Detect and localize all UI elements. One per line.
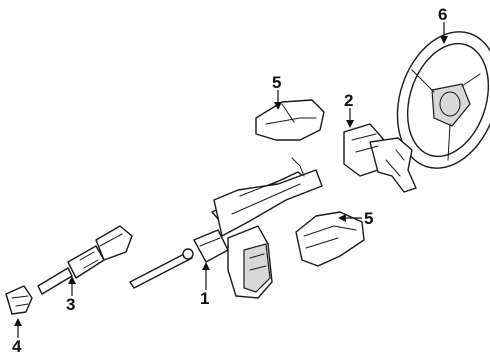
upper-column-cover (255, 99, 325, 141)
lower-column-cover (295, 211, 365, 267)
callout-5-upper: 5 (272, 73, 281, 92)
arrowhead-6 (440, 36, 448, 44)
steering-column-assembly (129, 157, 323, 299)
steering-wheel (396, 31, 490, 169)
intermediate-shaft (37, 225, 133, 295)
callout-2: 2 (344, 91, 353, 110)
leader-lines (14, 22, 448, 338)
arrowhead-2 (346, 120, 354, 128)
callout-3: 3 (66, 295, 75, 314)
callout-1: 1 (200, 289, 209, 308)
arrowhead-3 (68, 276, 76, 284)
arrowhead-5-lower (338, 214, 346, 222)
callout-labels: 6 2 5 5 1 3 4 (12, 5, 447, 356)
universal-joint (5, 285, 33, 315)
combination-switch (343, 123, 417, 193)
arrowhead-4 (14, 318, 22, 326)
callout-4: 4 (12, 337, 22, 356)
callout-6: 6 (438, 5, 447, 24)
arrowhead-1 (202, 262, 210, 270)
arrowhead-5-upper (274, 102, 282, 110)
callout-5-lower: 5 (364, 209, 373, 228)
